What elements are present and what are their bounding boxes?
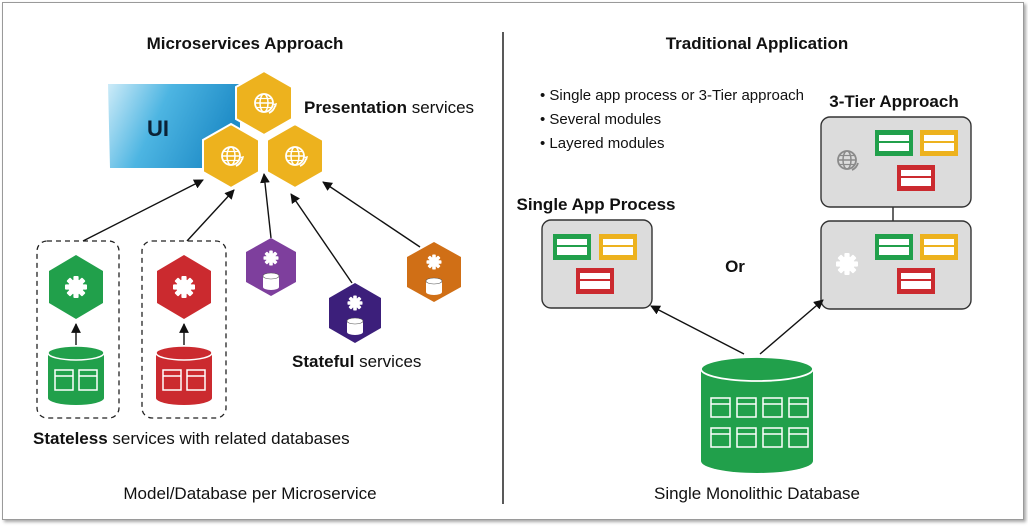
gear-icon — [347, 295, 363, 311]
stateless-green-database — [47, 345, 105, 405]
module-card-icon — [920, 234, 958, 260]
right-caption: Single Monolithic Database — [654, 484, 860, 503]
database-icon — [346, 317, 364, 336]
traditional-title: Traditional Application — [666, 34, 849, 53]
stateless-rest: services with related databases — [108, 429, 350, 448]
stateless-bold: Stateless — [33, 429, 108, 448]
feature-bullet-list: • Single app process or 3-Tier approach … — [540, 87, 804, 152]
single-app-process-label: Single App Process — [516, 195, 675, 214]
stateless-services-label: Stateless services with related database… — [33, 429, 350, 448]
stateful-purple-hex — [246, 238, 296, 296]
gear-icon — [263, 250, 279, 266]
left-caption: Model/Database per Microservice — [123, 484, 376, 503]
presentation-rest: services — [407, 98, 474, 117]
or-label: Or — [725, 257, 745, 276]
bullet-item: • Several modules — [540, 111, 661, 128]
module-card-icon — [576, 268, 614, 294]
monolithic-database — [700, 356, 814, 473]
module-card-icon — [599, 234, 637, 260]
gear-icon — [426, 254, 442, 270]
gear-icon — [65, 276, 87, 298]
presentation-hex-right — [266, 122, 324, 190]
database-icon — [262, 272, 280, 291]
bullet-item: • Layered modules — [540, 135, 665, 152]
presentation-hex-top — [235, 69, 293, 137]
module-card-icon — [875, 130, 913, 156]
ui-label: UI — [147, 116, 169, 141]
three-tier-label: 3-Tier Approach — [829, 92, 958, 111]
single-app-process-box — [541, 219, 653, 309]
gear-icon — [173, 276, 195, 298]
stateless-red-group — [141, 240, 227, 419]
stateful-indigo-hex — [329, 283, 381, 343]
module-card-icon — [875, 234, 913, 260]
stateful-services-label: Stateful services — [292, 352, 421, 371]
stateful-bold: Stateful — [292, 352, 354, 371]
three-tier-presentation-box — [820, 116, 972, 208]
stateless-red-database — [155, 345, 213, 405]
stateful-rest: services — [354, 352, 421, 371]
microservices-title: Microservices Approach — [147, 34, 344, 53]
stateless-red-service-hex — [157, 255, 211, 319]
stateless-green-group — [36, 240, 120, 419]
bullet-item: • Single app process or 3-Tier approach — [540, 87, 804, 104]
monolith-arrows — [650, 299, 824, 355]
microservice-arrows — [82, 173, 421, 284]
presentation-services-label: Presentation services — [304, 98, 474, 117]
module-card-icon — [897, 165, 935, 191]
three-tier-business-box — [820, 220, 972, 310]
gear-icon — [836, 253, 858, 275]
module-card-icon — [553, 234, 591, 260]
module-card-icon — [920, 130, 958, 156]
stateless-green-service-hex — [49, 255, 103, 319]
presentation-hex-left — [202, 122, 260, 190]
module-card-icon — [897, 268, 935, 294]
presentation-bold: Presentation — [304, 98, 407, 117]
database-icon — [425, 277, 443, 296]
stateful-orange-hex — [407, 242, 461, 302]
